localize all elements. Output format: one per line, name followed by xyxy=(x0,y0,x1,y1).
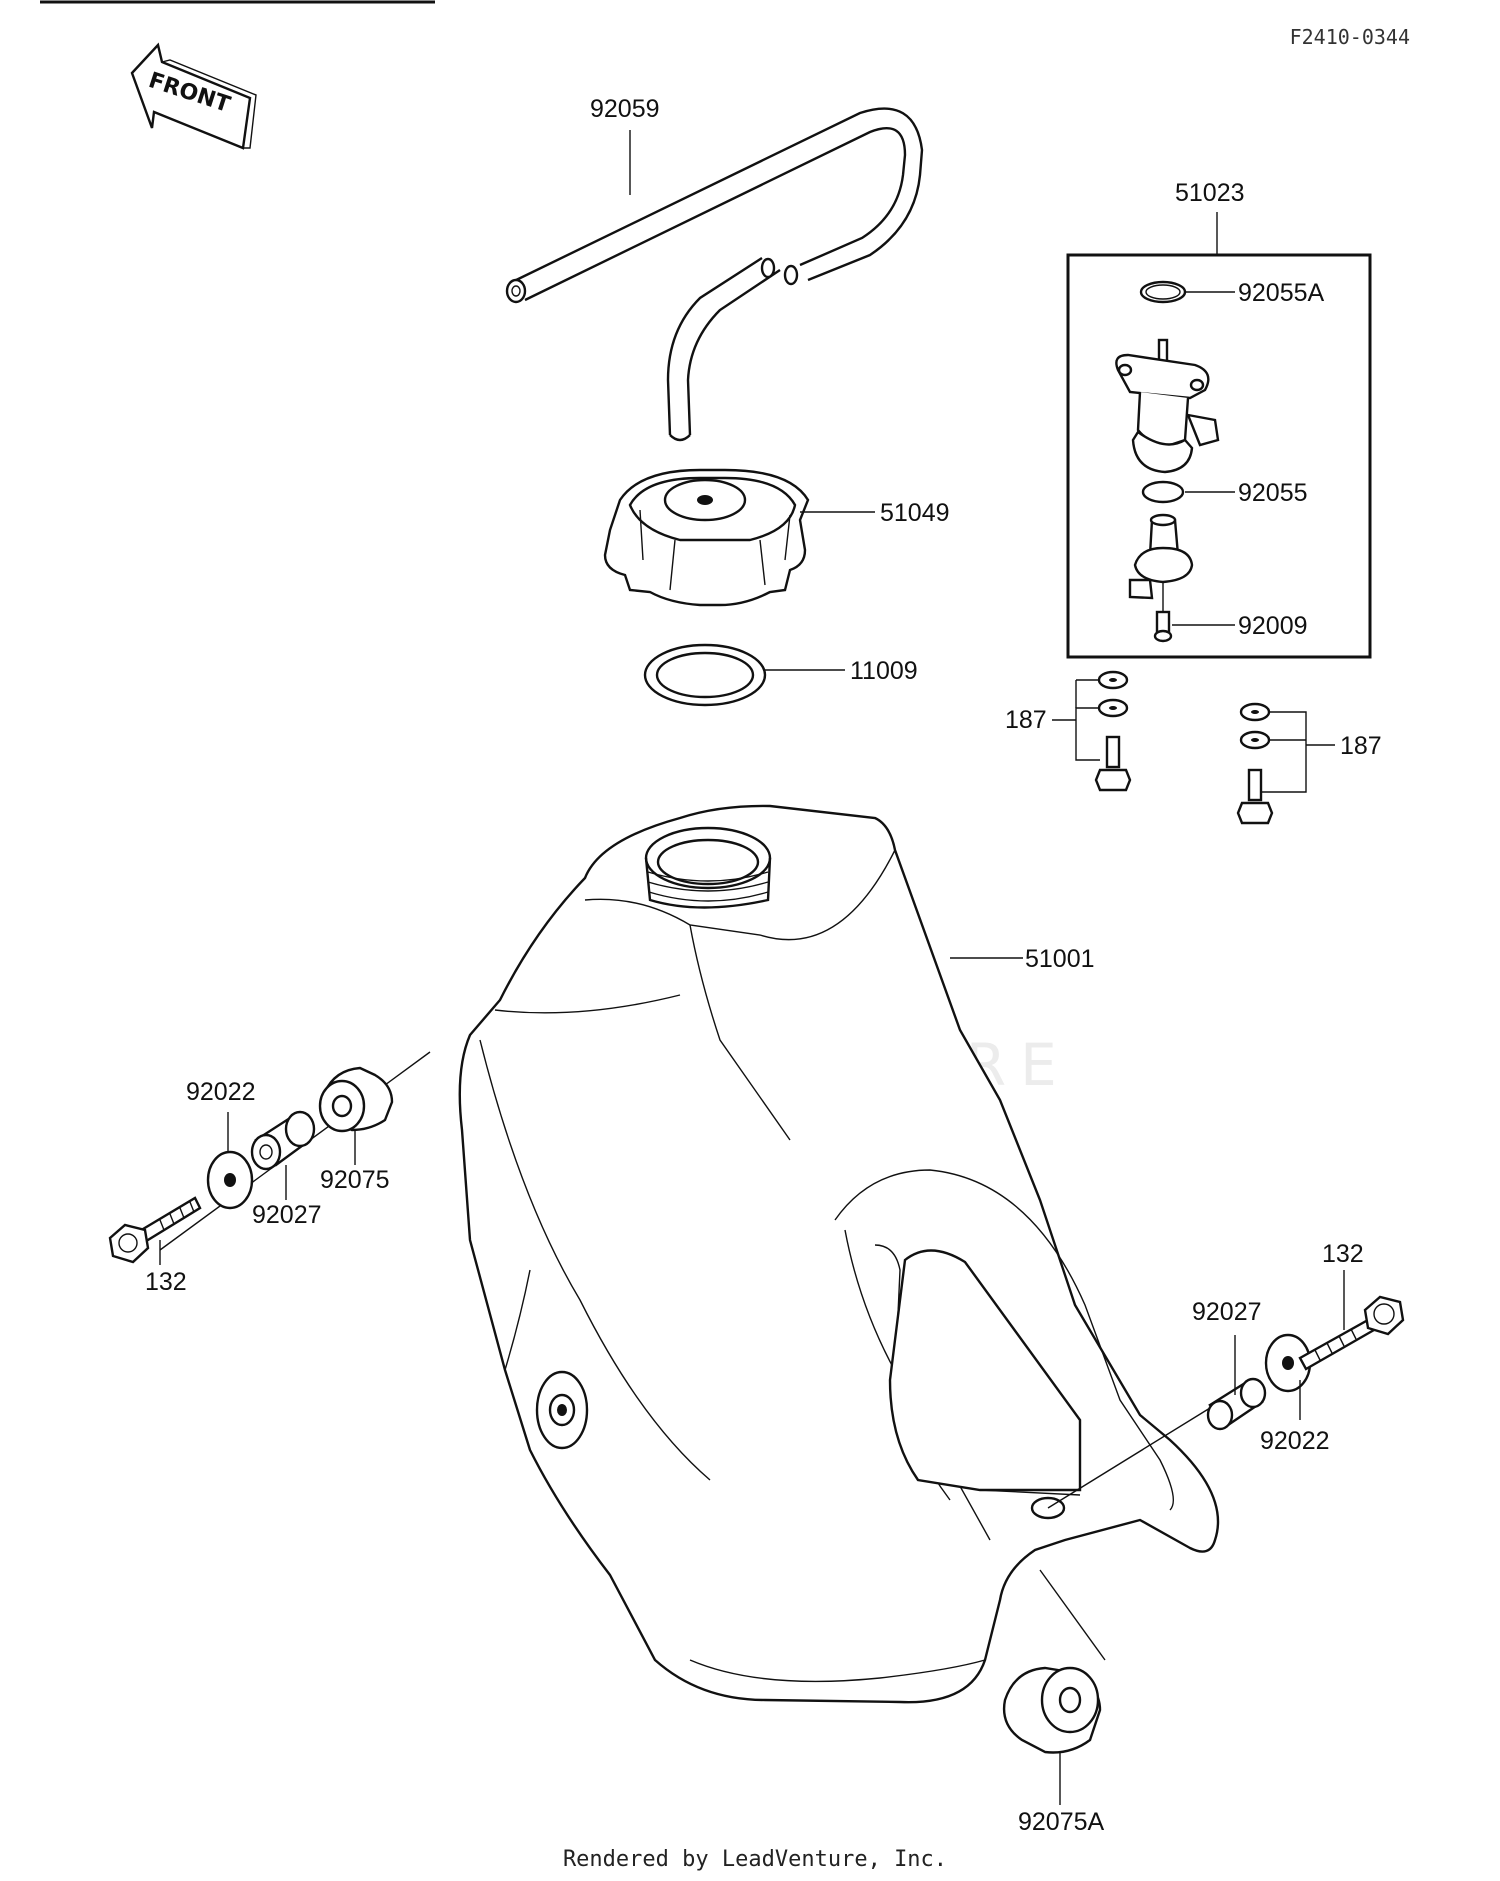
footer-credit: Rendered by LeadVenture, Inc. xyxy=(563,1847,947,1872)
cap-gasket-part xyxy=(643,643,767,707)
right-mount-axis xyxy=(1047,1407,1211,1509)
fuel-hose-part xyxy=(505,107,924,442)
label-92055: 92055 xyxy=(1238,479,1308,507)
bracket-187-right xyxy=(1262,711,1335,793)
washer-92022-right-part xyxy=(1264,1333,1312,1393)
fuel-tank-part xyxy=(458,804,1220,1704)
bolt-187-right-part xyxy=(1236,702,1274,825)
bolt-132-right-part xyxy=(1298,1295,1405,1371)
washer-92022-left-part xyxy=(206,1150,254,1210)
label-92022-right: 92022 xyxy=(1260,1427,1330,1455)
front-arrow-icon: FRONT xyxy=(130,42,257,150)
collar-92027-left-part xyxy=(250,1110,316,1171)
tank-cap-part xyxy=(603,468,810,607)
bottom-mount-axis xyxy=(1039,1569,1106,1661)
reference-code: F2410-0344 xyxy=(1290,25,1410,49)
bolt-187-left-part xyxy=(1094,670,1132,792)
label-92009: 92009 xyxy=(1238,612,1308,640)
label-92027-left: 92027 xyxy=(252,1201,322,1229)
label-132-right: 132 xyxy=(1322,1240,1364,1268)
label-51001: 51001 xyxy=(1025,945,1095,973)
label-51023: 51023 xyxy=(1175,179,1245,207)
label-187-left: 187 xyxy=(1005,706,1047,734)
label-11009: 11009 xyxy=(850,657,918,685)
label-187-right: 187 xyxy=(1340,732,1382,760)
damper-92075A-part xyxy=(1002,1666,1102,1754)
oring-92055-part xyxy=(1141,480,1185,504)
bolt-132-left-part xyxy=(108,1196,202,1264)
label-92022-left: 92022 xyxy=(186,1078,256,1106)
label-51049: 51049 xyxy=(880,499,950,527)
collar-92027-right-part xyxy=(1206,1377,1267,1431)
label-92075A: 92075A xyxy=(1018,1808,1105,1836)
fuel-cock-assembly-box xyxy=(1066,253,1372,659)
label-92075-left: 92075 xyxy=(320,1166,390,1194)
damper-92075-left-part xyxy=(318,1066,394,1133)
bracket-187-left xyxy=(1052,707,1100,761)
fuel-filter-part xyxy=(1128,513,1194,600)
oring-92055A-part xyxy=(1139,280,1187,304)
fuel-cock-valve-part xyxy=(1115,338,1220,474)
label-92059: 92059 xyxy=(590,95,660,123)
label-92055A: 92055A xyxy=(1238,279,1325,307)
label-132-left: 132 xyxy=(145,1268,187,1296)
screw-92009-part xyxy=(1153,610,1173,643)
label-92027-right: 92027 xyxy=(1192,1298,1262,1326)
